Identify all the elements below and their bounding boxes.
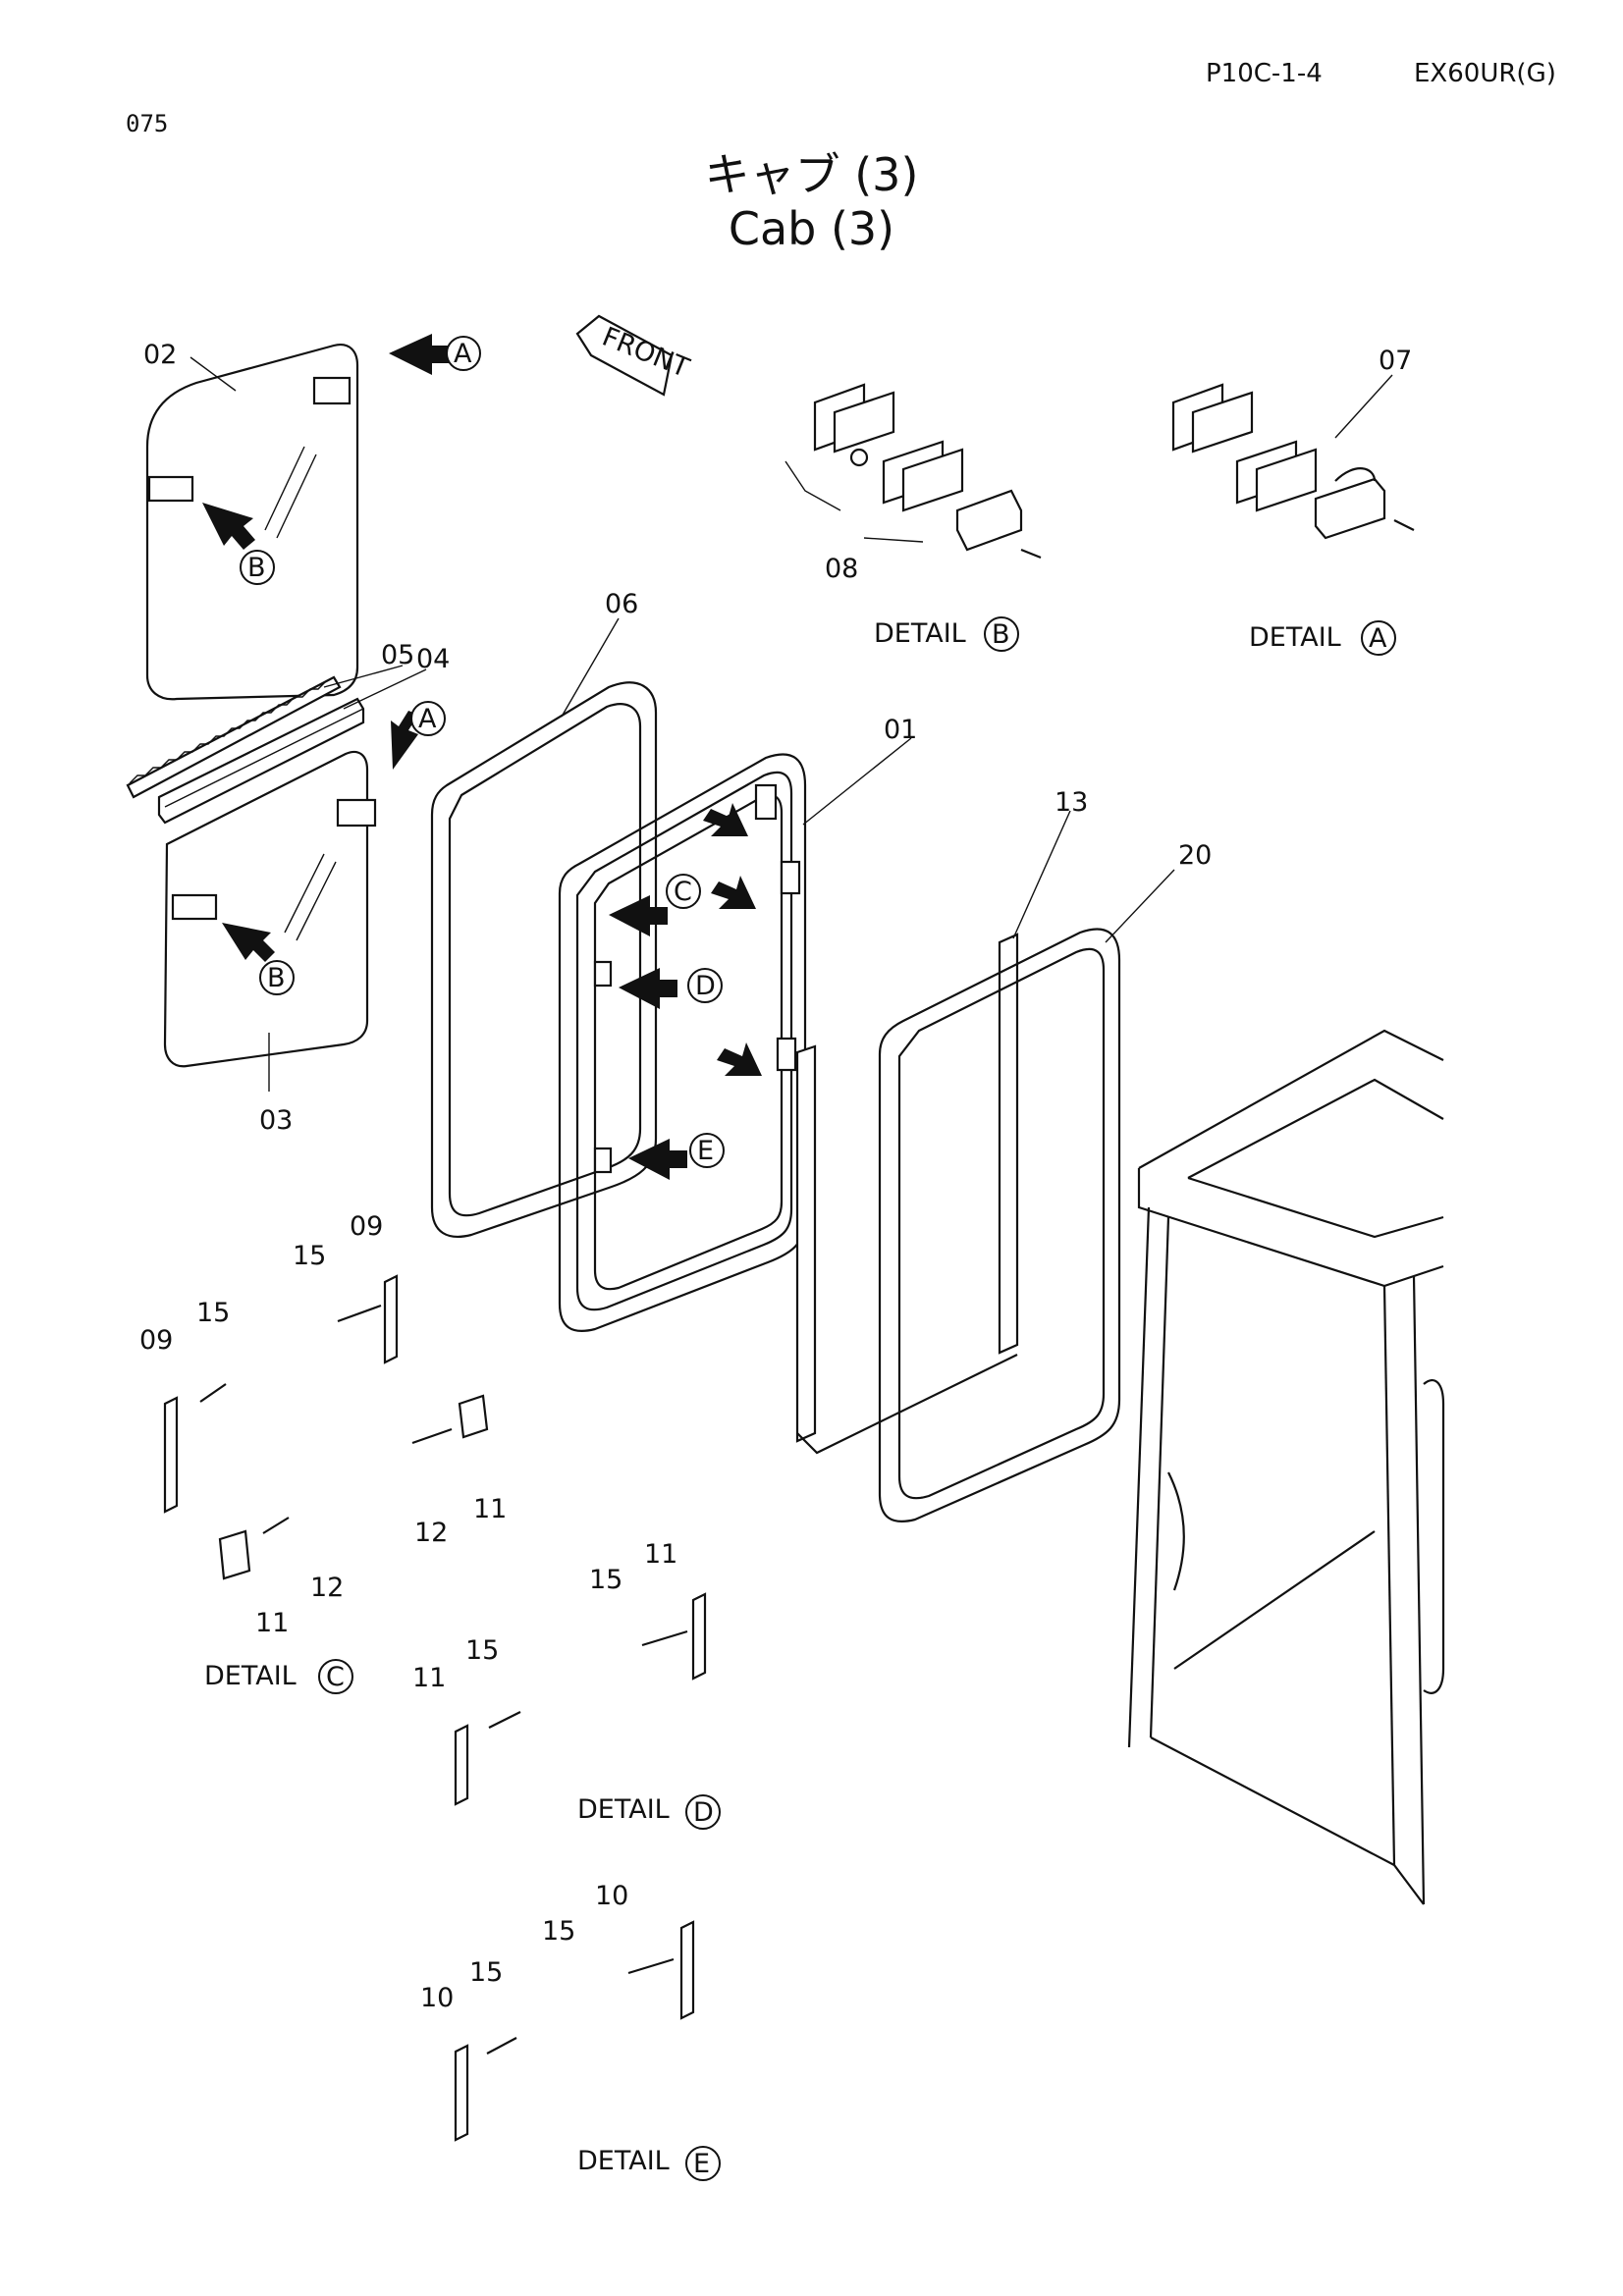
detail-d-letter: D <box>693 1797 714 1828</box>
label-07: 07 <box>1379 346 1412 376</box>
label-13-upper: 12 <box>414 1518 448 1548</box>
label-12-upper: 11 <box>473 1494 507 1524</box>
label-14: 13 <box>1055 787 1088 818</box>
detail-b-letter: B <box>992 619 1010 650</box>
callout-c: C <box>674 877 692 907</box>
detail-d-caption: DETAIL <box>577 1794 670 1825</box>
detail-captions: DETAIL B DETAIL A DETAIL C DETAIL D DETA… <box>204 616 1396 2181</box>
brush-seal-strip <box>126 675 342 799</box>
title-english: Cab (3) <box>728 202 895 255</box>
detail-d-parts <box>454 1592 707 1806</box>
detail-a-parts <box>1171 383 1415 540</box>
label-15-e2: 15 <box>469 1957 503 1988</box>
label-11-right: 11 <box>644 1539 677 1570</box>
callout-b-upper: B <box>247 553 266 583</box>
callout-e: E <box>697 1136 714 1166</box>
lower-glass-panel <box>163 750 377 1068</box>
callout-b-lower: B <box>267 963 286 993</box>
label-09-lower: 09 <box>139 1325 173 1356</box>
detail-a-letter: A <box>1369 623 1387 654</box>
label-02: 02 <box>143 340 177 370</box>
callout-d: D <box>695 971 716 1001</box>
window-rail <box>795 933 1019 1455</box>
upper-glass-panel <box>145 344 359 701</box>
label-10-right: 10 <box>595 1881 628 1911</box>
window-seal-frame <box>878 928 1121 1522</box>
detail-b-caption: DETAIL <box>874 618 966 649</box>
detail-a-caption: DETAIL <box>1249 622 1341 653</box>
detail-arrows <box>202 334 762 1180</box>
glass-channel <box>157 697 365 825</box>
label-09-upper: 09 <box>350 1211 383 1242</box>
label-06: 06 <box>605 589 638 619</box>
detail-e-parts <box>454 1920 695 2142</box>
detail-e-caption: DETAIL <box>577 2146 670 2176</box>
sliding-window-frame <box>558 753 807 1332</box>
label-03: 03 <box>259 1105 293 1136</box>
label-10-left: 10 <box>420 1983 454 2013</box>
part-labels: 02 05 04 06 01 13 20 03 07 08 09 15 15 0… <box>139 340 1412 2013</box>
label-20: 20 <box>1178 840 1212 871</box>
title-japanese: キャブ (3) <box>704 148 919 201</box>
detail-c-caption: DETAIL <box>204 1661 297 1691</box>
detail-callouts: A B A B C D E <box>240 336 725 1168</box>
label-15-c2: 15 <box>196 1298 230 1328</box>
label-15-e1: 15 <box>542 1916 575 1947</box>
label-12-lower: 11 <box>255 1608 289 1638</box>
window-weatherstrip <box>430 681 658 1238</box>
label-01: 01 <box>884 715 917 745</box>
label-04: 04 <box>416 644 450 674</box>
detail-c-parts <box>163 1274 489 1580</box>
detail-c-letter: C <box>326 1662 345 1692</box>
label-13-lower: 12 <box>310 1573 344 1603</box>
label-11-left: 11 <box>412 1663 446 1693</box>
detail-b-parts <box>813 383 1042 560</box>
label-15-d2: 15 <box>465 1635 499 1666</box>
front-arrow-marker: FRONT <box>575 314 693 397</box>
reference-code: P10C-1-4 <box>1206 59 1323 88</box>
page-number: 075 <box>126 110 169 137</box>
label-05: 05 <box>381 640 414 670</box>
model-code: EX60UR(G) <box>1414 59 1556 88</box>
leader-lines <box>189 356 1393 1092</box>
label-08: 08 <box>825 554 858 584</box>
detail-e-letter: E <box>693 2149 710 2179</box>
callout-a-top: A <box>454 339 472 369</box>
label-15-d1: 15 <box>589 1565 622 1595</box>
cab-body-outline <box>1127 1029 1445 1905</box>
label-15-c1: 15 <box>293 1241 326 1271</box>
callout-a-lower: A <box>418 704 437 734</box>
